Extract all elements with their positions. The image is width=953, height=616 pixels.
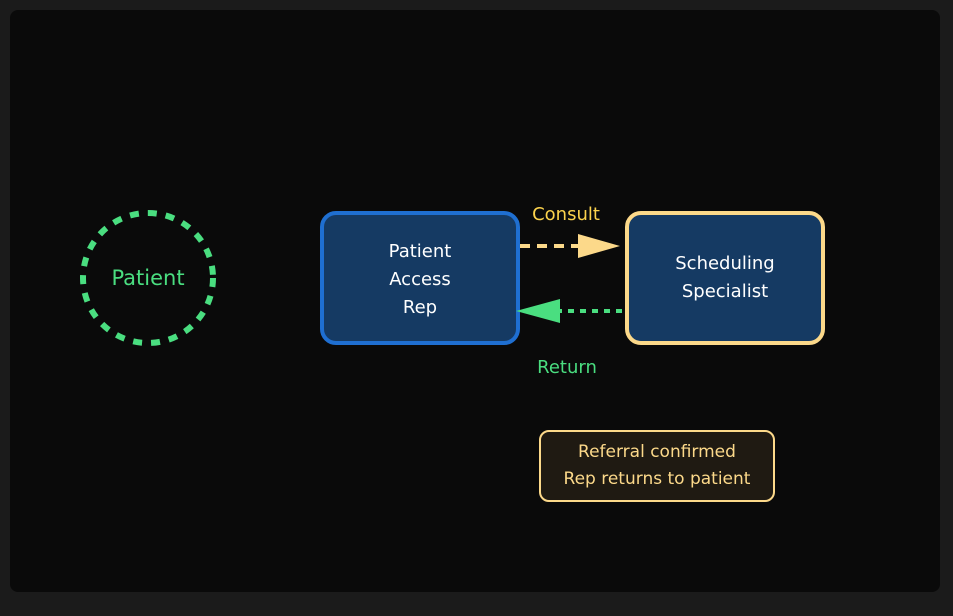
consult-arrowhead (578, 234, 620, 258)
diagram-canvas: Patient Patient Access Rep Scheduling Sp… (10, 10, 940, 592)
access-rep-label: Patient Access Rep (388, 241, 452, 318)
diagram-svg (80, 210, 825, 346)
patient-label: Patient (111, 266, 185, 290)
patient-node (80, 210, 216, 346)
note-text: Referral confirmed Rep returns to patien… (563, 442, 751, 489)
return-arrowhead (516, 299, 560, 323)
specialist-label: Scheduling Specialist (675, 253, 775, 302)
return-label: Return (537, 357, 597, 378)
note-box: Referral confirmed Rep returns to patien… (539, 430, 775, 502)
access-rep-node (320, 211, 520, 345)
consult-label: Consult (532, 204, 600, 225)
specialist-node (625, 211, 825, 345)
